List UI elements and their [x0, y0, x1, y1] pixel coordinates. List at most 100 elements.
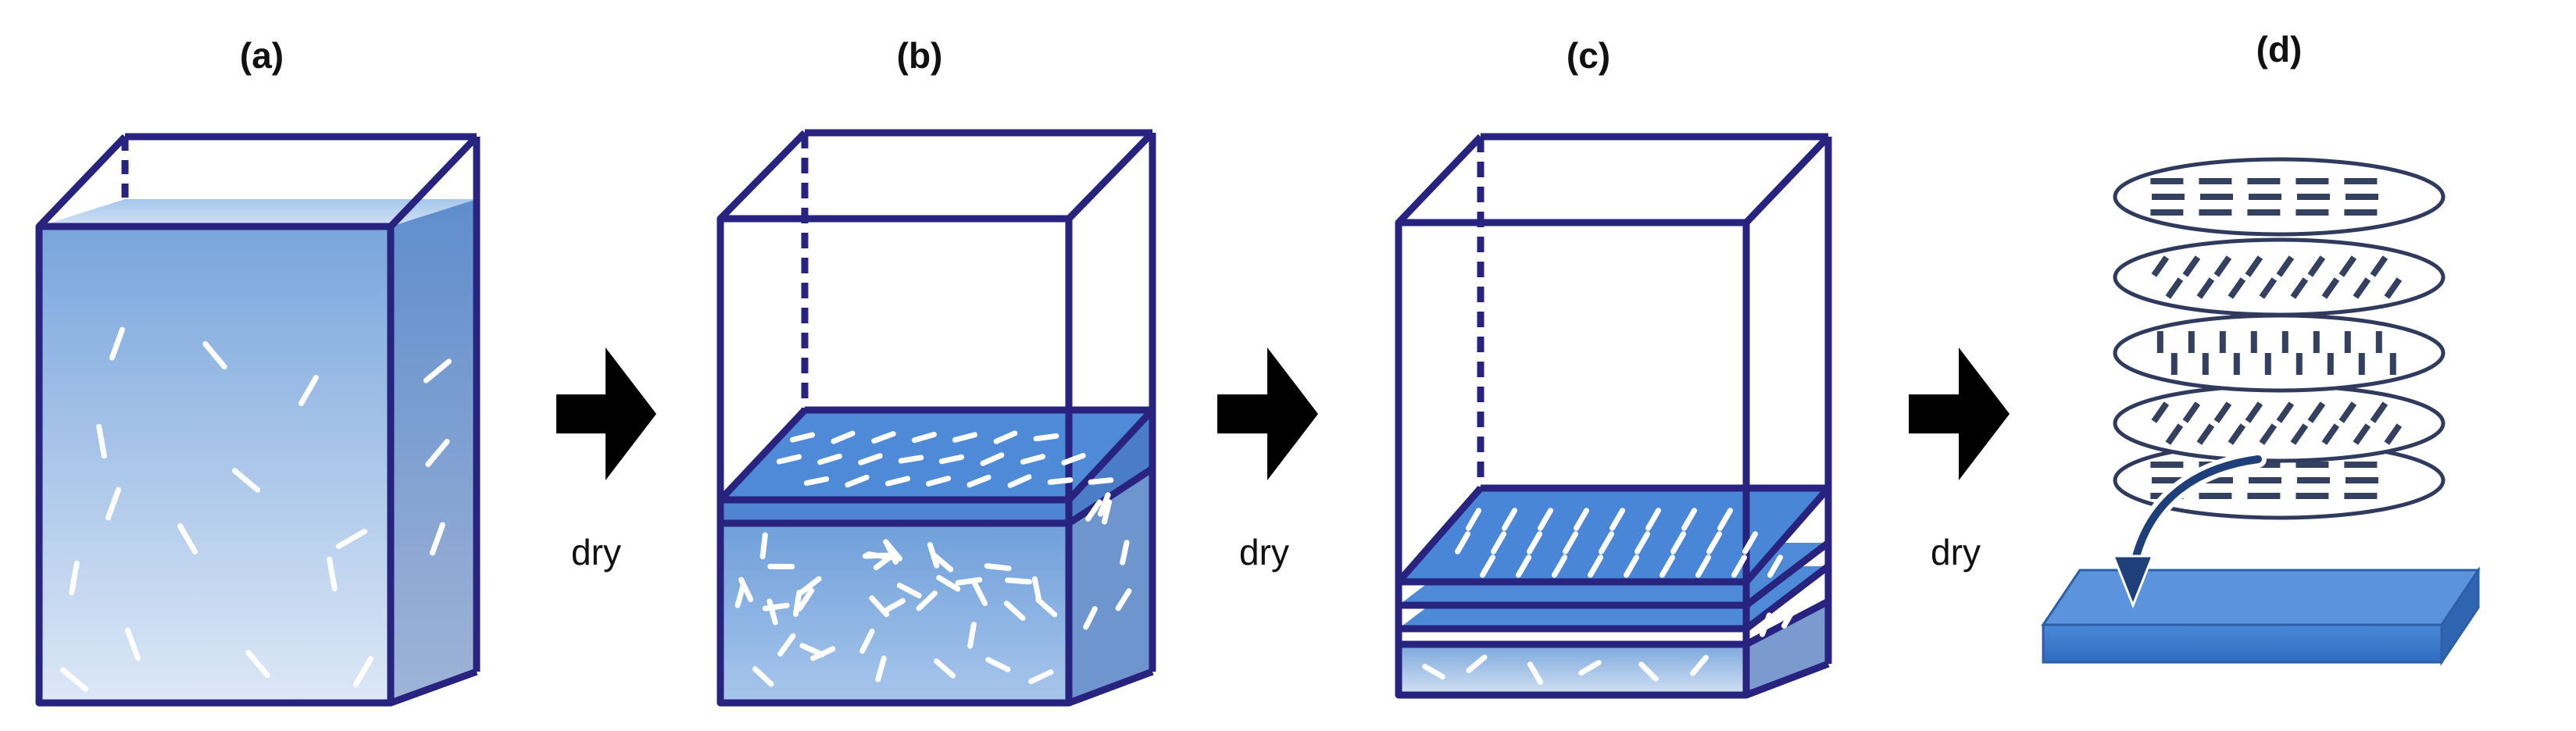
particle	[1760, 612, 1772, 637]
nanosheet	[2196, 277, 2215, 299]
particle	[1120, 540, 1130, 565]
film-particle	[1502, 508, 1517, 531]
film-particle	[993, 430, 1018, 444]
film-particle	[952, 432, 978, 443]
disc	[2113, 237, 2446, 317]
disc-dashes	[2151, 255, 2403, 299]
particle	[1005, 577, 1032, 585]
particle	[796, 587, 815, 612]
film-particle	[1020, 454, 1046, 465]
particle	[327, 556, 338, 592]
particles-c	[1422, 508, 1797, 685]
nanosheet	[2245, 401, 2263, 423]
film-particle	[1480, 554, 1495, 578]
particle	[105, 487, 121, 521]
particle	[59, 667, 89, 692]
particle	[863, 552, 890, 559]
particle	[936, 575, 961, 592]
nanosheet	[2370, 401, 2388, 423]
arrow-label-1: dry	[571, 532, 621, 572]
film-particle	[1660, 554, 1675, 578]
film-particle	[1695, 554, 1711, 578]
nanosheet	[2259, 423, 2278, 445]
disc	[2113, 383, 2446, 463]
nanosheet	[2307, 401, 2326, 423]
particle	[1527, 661, 1543, 685]
particle	[955, 576, 983, 586]
particle	[1031, 576, 1042, 604]
film-particle	[898, 455, 924, 464]
film-particle	[789, 432, 816, 443]
film-particle	[845, 474, 870, 488]
stacked-discs-and-substrate	[2041, 157, 2481, 666]
particle	[934, 658, 956, 679]
nanosheet	[2321, 423, 2340, 445]
particle	[1578, 660, 1602, 676]
nanosheet	[2338, 401, 2357, 423]
nanosheet	[2276, 401, 2295, 423]
container-full-suspension	[35, 133, 481, 707]
particle	[1097, 492, 1111, 517]
film-particle	[1047, 477, 1074, 485]
film-particle	[776, 454, 802, 465]
particle	[793, 590, 802, 617]
liquid-front-b	[720, 523, 1069, 703]
liquid-top	[39, 199, 477, 226]
nanosheet	[2338, 255, 2357, 277]
nanosheet	[2228, 423, 2246, 445]
nanosheet	[2228, 277, 2246, 299]
liquid-side	[391, 199, 477, 703]
film-particle	[1767, 554, 1783, 578]
nanosheet	[2259, 277, 2278, 299]
particle	[875, 655, 887, 683]
film-particle	[1635, 531, 1650, 554]
film-particle	[884, 476, 911, 487]
particle	[984, 563, 1012, 572]
particle	[1085, 499, 1102, 522]
container-layered-film	[1395, 133, 1832, 699]
disc-dashes	[2151, 401, 2403, 445]
film-particle	[1552, 554, 1567, 578]
particles-b-film	[749, 430, 1114, 488]
particle	[353, 656, 373, 687]
particle	[896, 583, 922, 599]
particle	[859, 628, 875, 654]
particle	[1638, 661, 1659, 682]
particle	[1781, 605, 1797, 629]
particle	[916, 590, 938, 612]
film-particle	[1538, 508, 1553, 531]
liquid-side-b	[1069, 469, 1152, 703]
film-particle	[803, 476, 830, 487]
substrate-side	[2440, 566, 2480, 666]
film-particle	[980, 452, 1005, 466]
film-particle	[1527, 531, 1542, 554]
film-particle	[1061, 453, 1086, 465]
film-particle	[966, 474, 991, 488]
particle	[799, 576, 822, 595]
nanosheet	[2353, 277, 2371, 299]
film-front-b	[720, 500, 1069, 523]
panel-label-c: (c)	[1566, 35, 1611, 76]
arrow-label-3: dry	[1931, 532, 1981, 572]
film-particle	[1455, 531, 1470, 554]
film-particle	[1466, 508, 1481, 531]
film-particle	[858, 453, 883, 465]
nanosheet	[2213, 401, 2232, 423]
film-particle	[1731, 554, 1747, 578]
nanosheet	[2165, 423, 2184, 445]
particle	[336, 529, 367, 549]
panel-label-b: (b)	[896, 35, 943, 76]
nanosheet	[2151, 401, 2170, 423]
particle	[96, 423, 107, 459]
panel-label-a: (a)	[239, 35, 284, 76]
nanosheet	[2213, 255, 2232, 277]
arrow-label-2: dry	[1239, 532, 1289, 572]
particle	[883, 539, 899, 565]
particle	[752, 666, 774, 687]
particle	[1028, 669, 1054, 684]
film-particle	[1681, 508, 1697, 531]
nanosheet	[2290, 277, 2309, 299]
particle	[109, 326, 125, 361]
particle	[881, 597, 906, 615]
